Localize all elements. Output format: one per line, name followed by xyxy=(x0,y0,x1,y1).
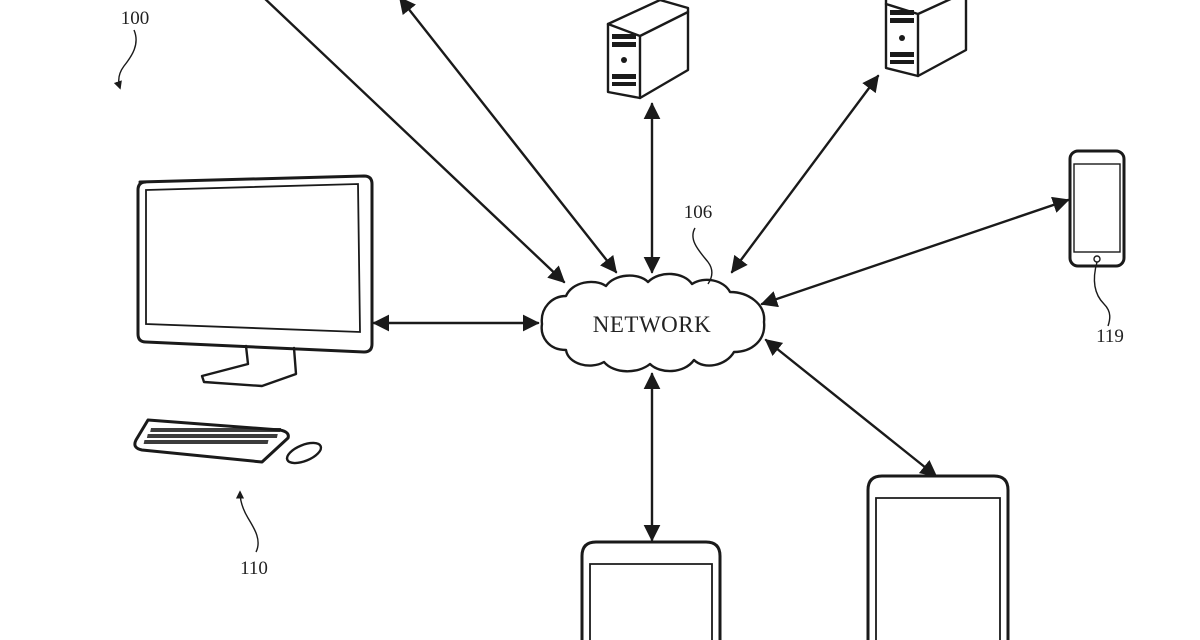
ref-label-100: 100 xyxy=(121,8,150,29)
connection-offscreen-1 xyxy=(264,0,566,284)
smartphone[interactable] xyxy=(1068,149,1126,268)
keyboard[interactable] xyxy=(133,418,290,464)
ref-label-106: 106 xyxy=(684,202,713,223)
desktop-computer[interactable] xyxy=(136,174,374,388)
connection-offscreen-2 xyxy=(398,0,618,274)
tablet-small[interactable] xyxy=(580,540,722,640)
connection-server-2 xyxy=(730,74,880,274)
connection-phone xyxy=(760,196,1070,308)
monitor xyxy=(136,174,374,354)
ref-119: 119 xyxy=(1093,261,1124,347)
connections xyxy=(264,0,1070,542)
ref-100: 100 xyxy=(113,8,150,90)
network-label: NETWORK xyxy=(593,312,711,337)
keyboard-keys xyxy=(143,428,282,444)
server-tower-2[interactable] xyxy=(884,0,968,78)
monitor-screen xyxy=(145,183,361,333)
ref-label-119: 119 xyxy=(1096,326,1124,347)
ref-110: 110 xyxy=(235,490,268,579)
connection-tablet-large xyxy=(764,338,938,478)
tablet-large[interactable] xyxy=(866,474,1010,640)
network-cloud[interactable]: NETWORK xyxy=(540,272,766,373)
monitor-stand xyxy=(200,344,298,388)
mouse[interactable] xyxy=(284,439,323,467)
ref-106: 106 xyxy=(684,202,713,285)
ref-label-110: 110 xyxy=(240,558,268,579)
server-tower-1[interactable] xyxy=(606,0,690,100)
